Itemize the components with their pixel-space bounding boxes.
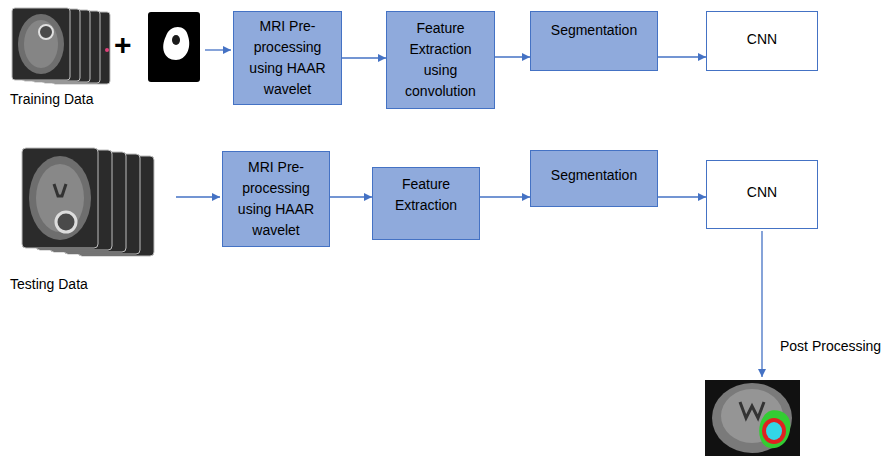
- box-text: CNN: [747, 182, 777, 203]
- ventricle: [740, 402, 764, 418]
- tumor-ring: [56, 212, 76, 232]
- enhancing-tumor: [762, 418, 786, 444]
- process-box: Segmentation: [530, 11, 658, 71]
- process-box: MRI Pre-processing using HAAR wavelet: [222, 151, 330, 247]
- mri-slice: [12, 8, 70, 80]
- mask-image: [148, 12, 200, 82]
- box-text: Segmentation: [551, 165, 637, 186]
- mask-core: [172, 35, 180, 45]
- box-text: Feature Extraction using convolution: [395, 18, 486, 102]
- brain-shape: [36, 164, 84, 232]
- training-mri-stack: [12, 8, 110, 84]
- tumor-mask: [148, 12, 200, 82]
- flow-arrow: [658, 196, 706, 197]
- caption-label: Training Data: [10, 91, 94, 108]
- mask-blob: [163, 27, 189, 60]
- segmented-result: [705, 380, 800, 456]
- box-text: Feature Extraction: [381, 174, 471, 216]
- testing-mri-stack: [22, 148, 154, 256]
- flow-arrow: [495, 56, 530, 57]
- brain-shape: [18, 14, 64, 74]
- caption-label: Testing Data: [10, 276, 88, 293]
- mark-dot: [105, 48, 109, 52]
- flow-arrow: [480, 196, 530, 197]
- box-text: MRI Pre-processing using HAAR wavelet: [242, 16, 333, 100]
- input-arrow: [205, 49, 231, 50]
- brain-shape: [29, 156, 91, 240]
- ventricle: [54, 184, 66, 196]
- tumor-ring: [39, 25, 53, 39]
- flow-arrow: [342, 57, 386, 58]
- necrotic-core: [766, 422, 782, 440]
- mri-slice: [22, 148, 98, 248]
- result-image: [705, 380, 800, 456]
- process-box: Feature Extraction using convolution: [386, 11, 495, 109]
- plus-sign: +: [114, 27, 132, 63]
- step-label: Post Processing: [780, 338, 881, 355]
- edema-region: [759, 410, 790, 448]
- box-text: CNN: [747, 29, 777, 50]
- process-box: Segmentation: [530, 150, 658, 207]
- input-arrow: [176, 196, 220, 197]
- box-text: Segmentation: [551, 20, 637, 41]
- flow-arrow: [658, 56, 706, 57]
- brain-shape: [24, 20, 58, 68]
- output-arrow: [761, 231, 762, 377]
- process-box: Feature Extraction: [372, 167, 480, 240]
- cnn-box: CNN: [706, 160, 818, 229]
- flow-arrow: [330, 196, 372, 197]
- box-text: MRI Pre-processing using HAAR wavelet: [231, 157, 321, 241]
- cnn-box: CNN: [706, 11, 818, 71]
- brain-shape: [712, 383, 792, 453]
- process-box: MRI Pre-processing using HAAR wavelet: [233, 11, 342, 105]
